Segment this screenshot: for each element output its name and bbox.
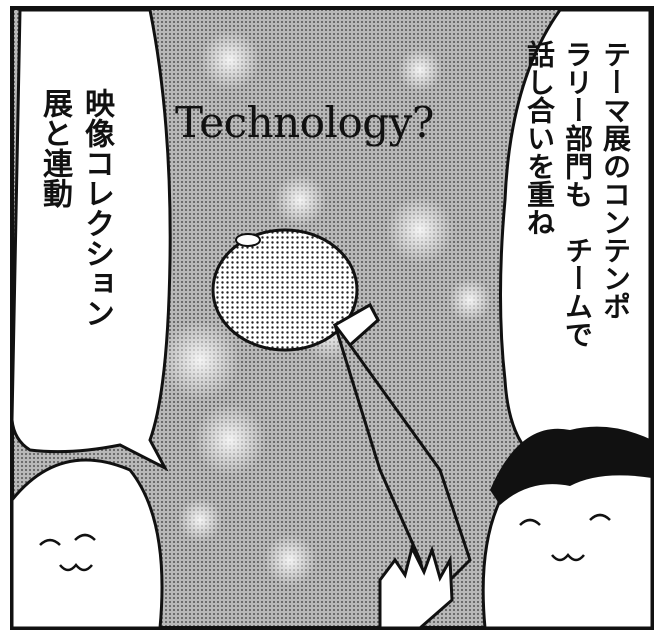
left-bubble-text-col2: 展と連動 [37,88,72,208]
right-character-hair [490,426,652,505]
right-bubble-text-col2: ラリー部門も チームで [561,40,594,348]
bokeh-lights [160,30,492,586]
right-bubble-text-col1: テーマ展のコンテンポ [599,40,632,320]
left-speech-bubble [10,8,172,472]
left-bubble-text-col1: 映像コレクション [79,88,114,328]
round-object [211,228,359,352]
left-character [10,458,164,630]
right-bubble-text-col3: 話し合いを重ね [523,40,556,236]
technology-title: Technology? [175,98,434,147]
waving-hand [378,543,454,630]
